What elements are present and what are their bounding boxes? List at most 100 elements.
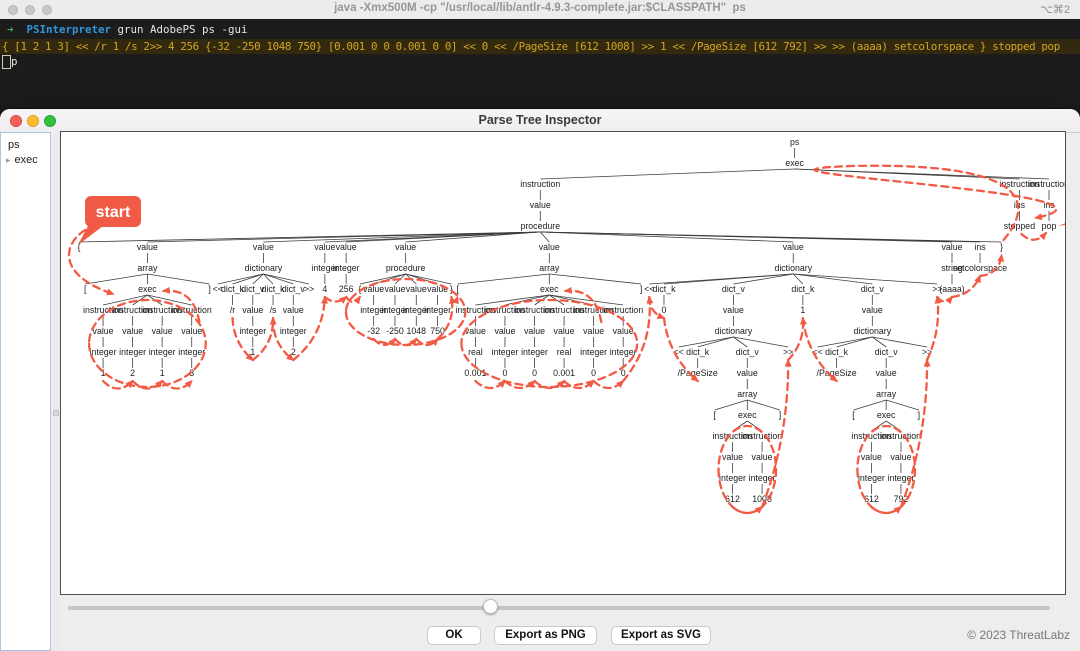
tree-node[interactable]: dict_v: [722, 284, 746, 294]
tree-node[interactable]: integer: [333, 263, 360, 273]
tree-node[interactable]: instruction: [485, 305, 525, 315]
tree-node[interactable]: integer: [888, 473, 915, 483]
tree-node[interactable]: dict_v: [875, 347, 899, 357]
tree-node[interactable]: }: [450, 284, 453, 294]
tree-node[interactable]: /s: [270, 305, 277, 315]
tree-node[interactable]: 0.001: [464, 368, 486, 378]
tree-node[interactable]: 1048: [406, 326, 426, 336]
disclosure-triangle-icon[interactable]: ▸: [6, 155, 11, 165]
tree-node[interactable]: instruction: [172, 305, 212, 315]
tree-node[interactable]: procedure: [520, 221, 560, 231]
tree-node[interactable]: string: [941, 263, 963, 273]
tree-node[interactable]: ins: [1014, 200, 1026, 210]
tree-node[interactable]: value: [384, 284, 405, 294]
terminal-body[interactable]: ➜ PSInterpreter grun AdobePS ps -gui { […: [0, 19, 1080, 120]
tree-node[interactable]: [: [456, 284, 459, 294]
tree-node[interactable]: value: [783, 242, 804, 252]
tree-node[interactable]: dict_k: [791, 284, 815, 294]
tree-node[interactable]: array: [737, 389, 758, 399]
tree-node[interactable]: instruction: [881, 431, 921, 441]
tree-node[interactable]: exec: [877, 410, 896, 420]
tree-node[interactable]: value: [152, 326, 173, 336]
tree-node[interactable]: dict_k: [825, 347, 849, 357]
tree-node[interactable]: real: [557, 347, 572, 357]
tree-node[interactable]: value: [242, 305, 263, 315]
tree-node[interactable]: }: [1000, 242, 1003, 252]
tree-node[interactable]: 0: [532, 368, 537, 378]
tree-node[interactable]: value: [314, 242, 335, 252]
tree-node[interactable]: 1: [800, 305, 805, 315]
tree-node[interactable]: instruction: [83, 305, 123, 315]
zoom-slider-track[interactable]: [68, 606, 1050, 610]
tree-node[interactable]: integer: [239, 326, 266, 336]
tree-node[interactable]: value: [336, 242, 357, 252]
tree-node[interactable]: value: [253, 242, 274, 252]
tree-node[interactable]: procedure: [386, 263, 426, 273]
tree-node[interactable]: value: [137, 242, 158, 252]
tree-node[interactable]: instruction: [999, 179, 1039, 189]
tree-node[interactable]: value: [122, 326, 143, 336]
tree-node[interactable]: value: [941, 242, 962, 252]
tree-node[interactable]: instruction: [851, 431, 891, 441]
tree-node[interactable]: 612: [864, 494, 879, 504]
tree-node[interactable]: /PageSize: [678, 368, 718, 378]
sidebar-item-ps[interactable]: ps: [8, 139, 20, 151]
tree-node[interactable]: 0: [503, 368, 508, 378]
tree-node[interactable]: instruction: [142, 305, 182, 315]
tree-node[interactable]: {: [78, 242, 81, 252]
tree-node[interactable]: 612: [725, 494, 740, 504]
tree-node[interactable]: 0: [662, 305, 667, 315]
tree-node[interactable]: integer: [858, 473, 885, 483]
tree-node[interactable]: ]: [779, 410, 781, 420]
tree-node[interactable]: integer: [149, 347, 176, 357]
tree-node[interactable]: value: [283, 305, 304, 315]
tree-node[interactable]: [: [713, 410, 716, 420]
tree-node[interactable]: value: [494, 326, 515, 336]
tree-node[interactable]: integer: [311, 263, 338, 273]
tree-node[interactable]: -32: [367, 326, 380, 336]
tree-node[interactable]: stopped: [1004, 221, 1035, 231]
tree-node[interactable]: instruction: [574, 305, 614, 315]
tree-node[interactable]: dict_v: [861, 284, 885, 294]
tree-node[interactable]: ]: [640, 284, 642, 294]
tree-node[interactable]: instruction: [603, 305, 643, 315]
tree-node[interactable]: value: [752, 452, 773, 462]
inspector-zoom-button[interactable]: [44, 114, 56, 127]
tree-node[interactable]: dict_k: [262, 284, 286, 294]
inspector-titlebar[interactable]: Parse Tree Inspector: [0, 109, 1080, 133]
tree-node[interactable]: >>: [304, 284, 314, 294]
tree-node[interactable]: instruction: [712, 431, 752, 441]
tree-node[interactable]: instruction: [742, 431, 782, 441]
tree-node[interactable]: >>: [922, 347, 932, 357]
tree-node[interactable]: setcolorspace: [953, 263, 1007, 273]
tree-node[interactable]: value: [395, 242, 416, 252]
tree-node[interactable]: value: [722, 452, 743, 462]
zoom-slider-knob[interactable]: [483, 599, 499, 614]
tree-node[interactable]: ]: [208, 284, 210, 294]
tree-node[interactable]: [: [84, 284, 87, 294]
tree-node[interactable]: -250: [386, 326, 404, 336]
tree-node[interactable]: integer: [90, 347, 117, 357]
tree-node[interactable]: /PageSize: [817, 368, 857, 378]
tree-node[interactable]: pop: [1042, 221, 1057, 231]
tree-node[interactable]: ]: [918, 410, 920, 420]
tree-node[interactable]: value: [876, 368, 897, 378]
tree-node[interactable]: ins: [974, 242, 986, 252]
inspector-close-button[interactable]: [10, 114, 22, 127]
tree-node[interactable]: integer: [492, 347, 519, 357]
tree-node[interactable]: value: [723, 305, 744, 315]
tree-node[interactable]: value: [427, 284, 448, 294]
tree-node[interactable]: array: [876, 389, 897, 399]
tree-node[interactable]: <<: [674, 347, 684, 357]
tree-node[interactable]: dictionary: [853, 326, 891, 336]
tree-node[interactable]: array: [137, 263, 158, 273]
terminal-zoom-button[interactable]: [42, 4, 52, 15]
tree-node[interactable]: [: [852, 410, 855, 420]
tree-node[interactable]: value: [613, 326, 634, 336]
tree-node[interactable]: instruction: [544, 305, 584, 315]
tree-node[interactable]: integer: [119, 347, 146, 357]
tree-node[interactable]: 1: [101, 368, 106, 378]
tree-node[interactable]: dictionary: [245, 263, 283, 273]
tree-node[interactable]: array: [539, 263, 560, 273]
tree-node[interactable]: <<: [644, 284, 654, 294]
